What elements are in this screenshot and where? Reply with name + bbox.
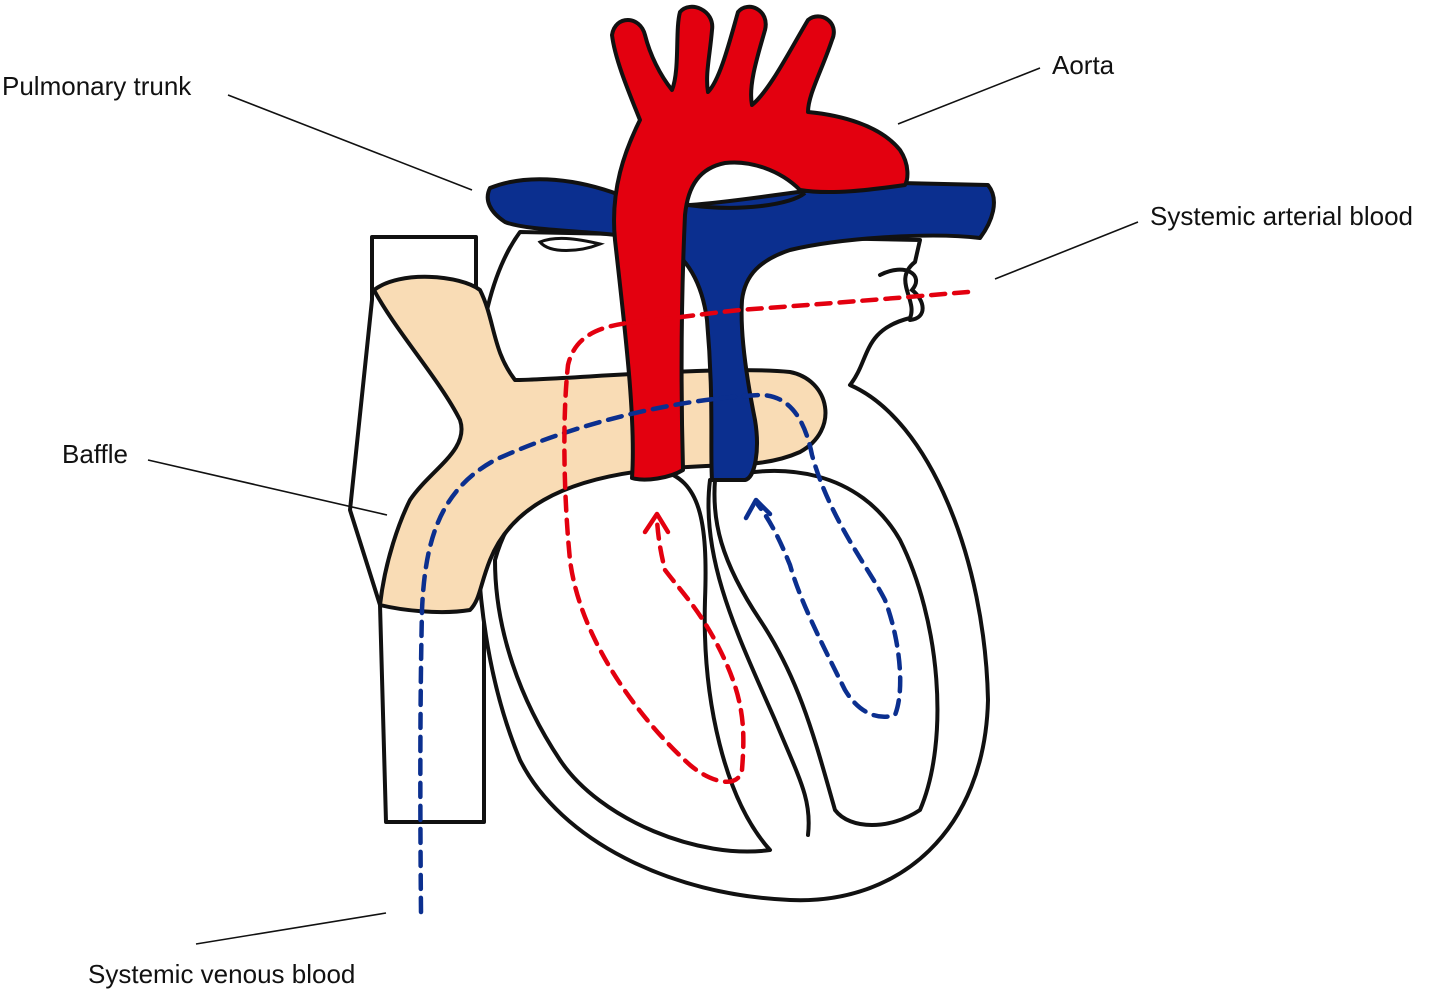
pulmonary-valve-gap bbox=[537, 236, 605, 252]
systemic-venous-flow-path bbox=[418, 392, 903, 915]
label-pulmonary-trunk: Pulmonary trunk bbox=[2, 71, 192, 101]
arterial-flow-arrowhead bbox=[642, 511, 671, 535]
venous-flow-arrowhead bbox=[743, 497, 773, 521]
leader-baffle bbox=[147, 459, 388, 516]
label-aorta: Aorta bbox=[1052, 50, 1115, 80]
label-baffle: Baffle bbox=[62, 439, 129, 469]
leader-systemic-venous bbox=[195, 912, 387, 945]
leader-systemic-arterial bbox=[994, 221, 1139, 280]
leader-pulmonary-trunk bbox=[227, 94, 473, 191]
atrial-appendage bbox=[878, 267, 925, 322]
systemic-arterial-flow-path bbox=[562, 289, 971, 784]
baffle-shape bbox=[372, 274, 828, 615]
pulmonary-branch-overlap bbox=[687, 191, 807, 210]
label-systemic-venous-blood: Systemic venous blood bbox=[88, 959, 356, 989]
leader-aorta bbox=[897, 67, 1041, 125]
aorta-vessel bbox=[610, 4, 910, 482]
ventricular-septum bbox=[706, 478, 811, 837]
label-systemic-arterial-blood: Systemic arterial blood bbox=[1150, 201, 1413, 231]
